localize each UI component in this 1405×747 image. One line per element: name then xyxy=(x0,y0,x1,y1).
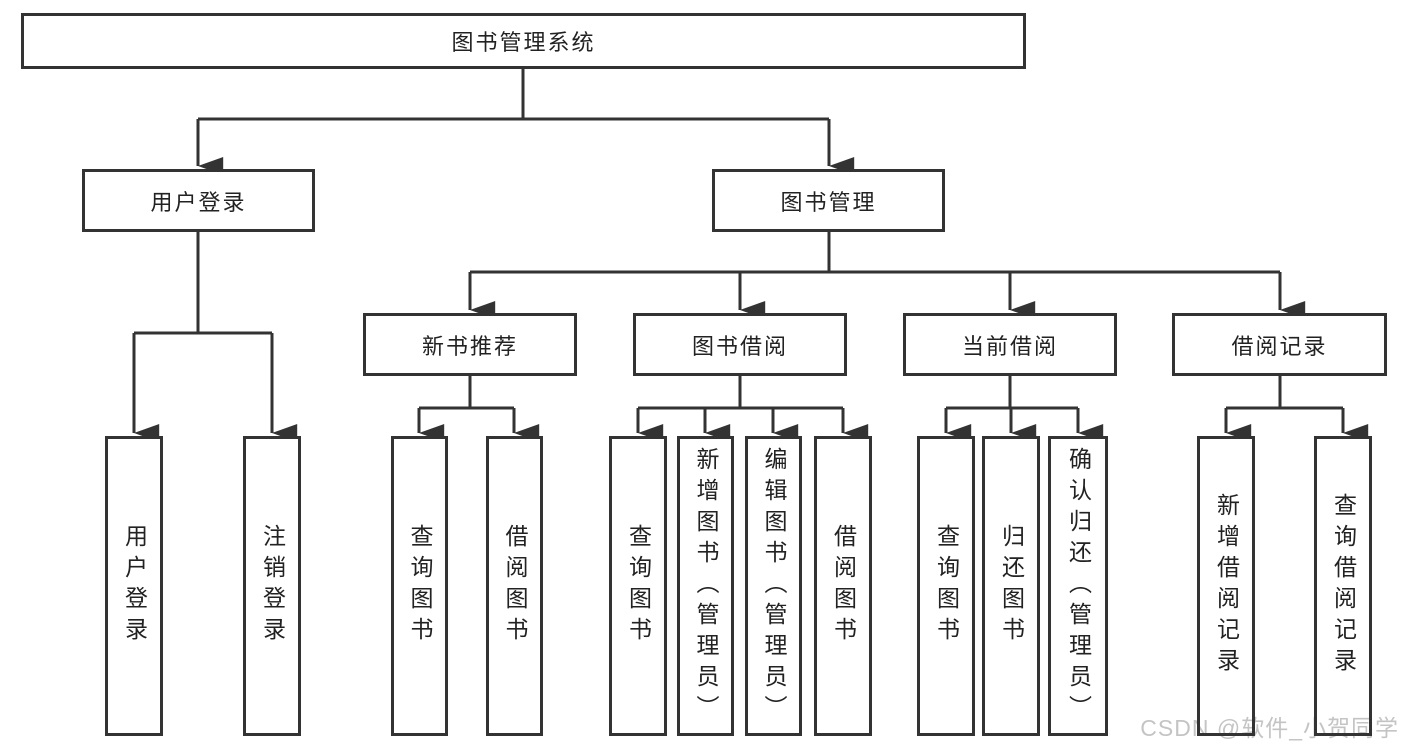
leaf-label: 编辑图书（管理员） xyxy=(761,446,787,726)
leaf-query-books-recommend: 查询图书 xyxy=(391,436,448,736)
node-book-management: 图书管理 xyxy=(712,169,945,232)
leaf-query-books-borrowing: 查询图书 xyxy=(609,436,667,736)
connector-book-borrow xyxy=(638,376,843,410)
node-new-book-recommendation: 新书推荐 xyxy=(363,313,577,376)
leaf-label: 确认归还（管理员） xyxy=(1065,446,1092,726)
leaf-borrow-books-borrowing: 借阅图书 xyxy=(814,436,872,736)
leaf-add-book-admin: 新增图书（管理员） xyxy=(677,436,734,736)
connector-root xyxy=(198,69,829,121)
node-current-borrowing: 当前借阅 xyxy=(903,313,1117,376)
connector-borrow-records xyxy=(1226,376,1343,410)
node-library-management-system: 图书管理系统 xyxy=(21,13,1026,69)
leaf-label: 借阅图书 xyxy=(830,524,857,648)
connector-user-login xyxy=(134,232,272,335)
node-borrowing-records: 借阅记录 xyxy=(1172,313,1387,376)
leaf-query-borrow-record: 查询借阅记录 xyxy=(1314,436,1372,736)
leaf-return-books: 归还图书 xyxy=(982,436,1040,736)
leaf-label: 用户登录 xyxy=(121,524,148,648)
connector-book-management xyxy=(470,232,1280,274)
csdn-watermark: CSDN @软件_小贺同学 xyxy=(1140,715,1399,741)
connector-current-borrow xyxy=(946,376,1078,410)
leaf-label: 查询借阅记录 xyxy=(1330,493,1357,679)
leaf-label: 归还图书 xyxy=(998,524,1025,648)
node-book-borrowing: 图书借阅 xyxy=(633,313,847,376)
leaf-query-books-current: 查询图书 xyxy=(917,436,975,736)
leaf-label: 借阅图书 xyxy=(502,524,528,648)
leaf-label: 查询图书 xyxy=(407,524,433,648)
leaf-user-login: 用户登录 xyxy=(105,436,163,736)
leaf-label: 查询图书 xyxy=(933,524,960,648)
leaf-edit-book-admin: 编辑图书（管理员） xyxy=(745,436,802,736)
leaf-confirm-return-admin: 确认归还（管理员） xyxy=(1048,436,1108,736)
node-user-login: 用户登录 xyxy=(82,169,315,232)
leaf-label: 注销登录 xyxy=(259,524,286,648)
leaf-label: 新增图书（管理员） xyxy=(693,446,719,726)
connector-new-book xyxy=(419,376,514,410)
leaf-logout: 注销登录 xyxy=(243,436,301,736)
leaf-label: 新增借阅记录 xyxy=(1213,493,1240,679)
leaf-borrow-books-recommend: 借阅图书 xyxy=(486,436,543,736)
leaf-label: 查询图书 xyxy=(625,524,652,648)
leaf-add-borrow-record: 新增借阅记录 xyxy=(1197,436,1255,736)
